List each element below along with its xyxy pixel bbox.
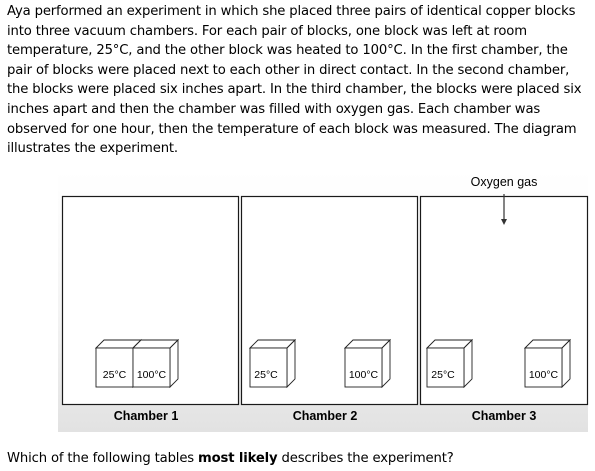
chamber-label: Chamber 3 (472, 409, 537, 423)
block-temp-label: 25°C (431, 369, 455, 381)
block-temp-label: 25°C (103, 369, 127, 381)
chamber-label: Chamber 2 (293, 409, 358, 423)
question-emphasis: most likely (198, 451, 278, 466)
chamber-label: Chamber 1 (114, 409, 179, 423)
passage-text: Aya performed an experiment in which she… (7, 4, 582, 157)
question-text-end: describes the experiment? (277, 451, 454, 466)
block-100c-chamber-1 (131, 338, 180, 389)
question-text-start: Which of the following tables (7, 451, 199, 466)
block-25c-chamber-3 (425, 338, 474, 389)
block-100c-chamber-3 (523, 338, 572, 389)
chamber-1: 25°C 100°C Chamber 1 (61, 195, 240, 423)
block-100c-chamber-2 (343, 338, 392, 389)
question-text: Which of the following tables most likel… (7, 449, 591, 469)
block-25c-chamber-2 (248, 338, 297, 389)
block-temp-label: 100°C (529, 369, 559, 381)
block-temp-label: 100°C (349, 369, 379, 381)
chamber-2: 25°C 100°C Chamber 2 (240, 195, 419, 423)
oxygen-gas-label: Oxygen gas (471, 175, 538, 189)
chamber-3: 25°C 100°C Chamber 3 (419, 195, 589, 423)
block-temp-label: 25°C (254, 369, 278, 381)
block-temp-label: 100°C (137, 369, 167, 381)
